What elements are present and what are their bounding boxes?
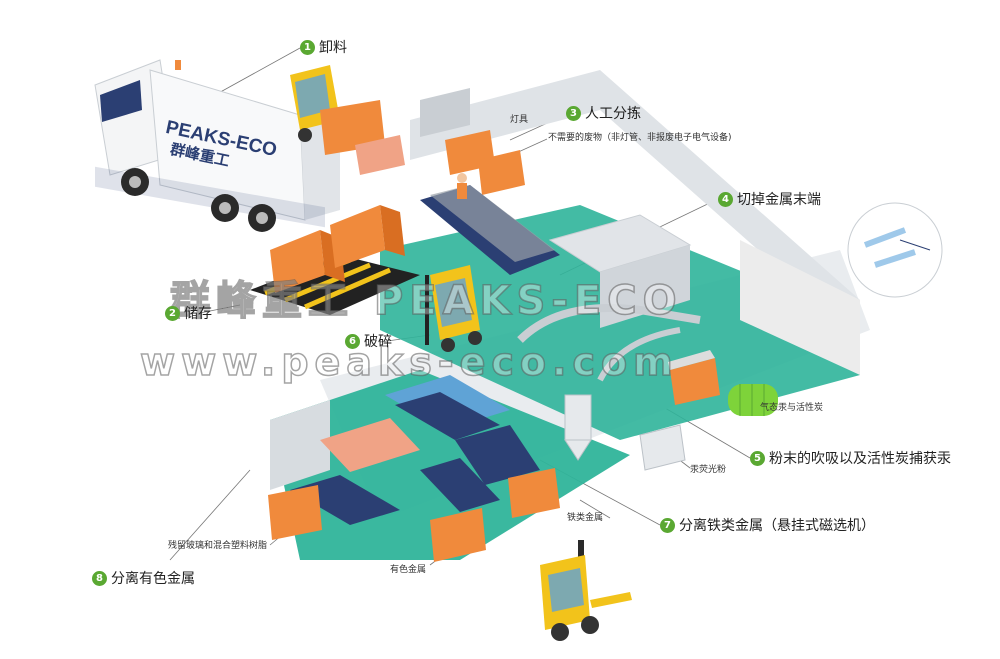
annotation-mercury-phosphor: 汞荧光粉 [690, 465, 727, 475]
step-5-label: 5 粉末的吹吸以及活性炭捕获汞 [750, 451, 951, 466]
annotation-unwanted-waste: 不需要的废物（非灯管、非报废电子电气设备) [548, 133, 732, 143]
carbon-filter [728, 384, 778, 416]
mercury-bin [668, 350, 720, 405]
step-8-label: 8 分离有色金属 [92, 571, 195, 586]
forklift-storage [425, 265, 482, 352]
annotation-ferrous-metal: 铁类金属 [567, 513, 604, 523]
step-number-badge: 3 [566, 106, 581, 121]
step-1-label: 1 卸料 [300, 40, 347, 55]
storage-area [250, 205, 420, 315]
step-3-label: 3 人工分拣 [566, 106, 641, 121]
tube-inset [847, 202, 943, 298]
step-number-badge: 4 [718, 192, 733, 207]
step-7-label: 7 分离铁类金属（悬挂式磁选机） [660, 518, 875, 533]
wall-right [740, 240, 860, 375]
step-number-badge: 7 [660, 518, 675, 533]
watermark-line1: 群峰重工 PEAKS-ECO [169, 277, 683, 325]
step-text: 分离铁类金属（悬挂式磁选机） [679, 517, 875, 534]
step-text: 储存 [184, 305, 212, 322]
annotation-glass-plastic: 残留玻璃和混合塑料树脂 [168, 541, 268, 551]
step-text: 分离有色金属 [111, 570, 195, 587]
annotation-lamps: 灯具 [510, 115, 529, 125]
step-text: 切掉金属末端 [737, 191, 821, 208]
sorting-station [420, 130, 560, 275]
step-number-badge: 6 [345, 334, 360, 349]
output-bins [268, 468, 560, 562]
forklift-bottom [540, 540, 632, 641]
step-4-label: 4 切掉金属末端 [718, 192, 821, 207]
step-number-badge: 1 [300, 40, 315, 55]
cutting-unit [517, 214, 701, 382]
wall-left [270, 400, 330, 490]
annotation-nonferrous-metal: 有色金属 [390, 565, 427, 575]
step-number-badge: 8 [92, 571, 107, 586]
conveyor-belts [290, 375, 540, 525]
wall-upper [410, 70, 860, 340]
powder-box [639, 424, 686, 471]
step-2-label: 2 储存 [165, 306, 212, 321]
step-text: 卸料 [319, 39, 347, 56]
forklift-unloading [290, 65, 405, 175]
hood [420, 88, 470, 137]
step-text: 破碎 [364, 333, 392, 350]
step-number-badge: 2 [165, 306, 180, 321]
step-text: 人工分拣 [585, 105, 641, 122]
step-text: 粉末的吹吸以及活性炭捕获汞 [769, 450, 951, 467]
step-6-label: 6 破碎 [345, 334, 392, 349]
watermark-line2: www.peaks-eco.com [139, 339, 679, 385]
step-number-badge: 5 [750, 451, 765, 466]
cyclone-tank [564, 394, 592, 461]
annotation-mercury-vapor-carbon: 气态汞与活性炭 [760, 403, 824, 413]
